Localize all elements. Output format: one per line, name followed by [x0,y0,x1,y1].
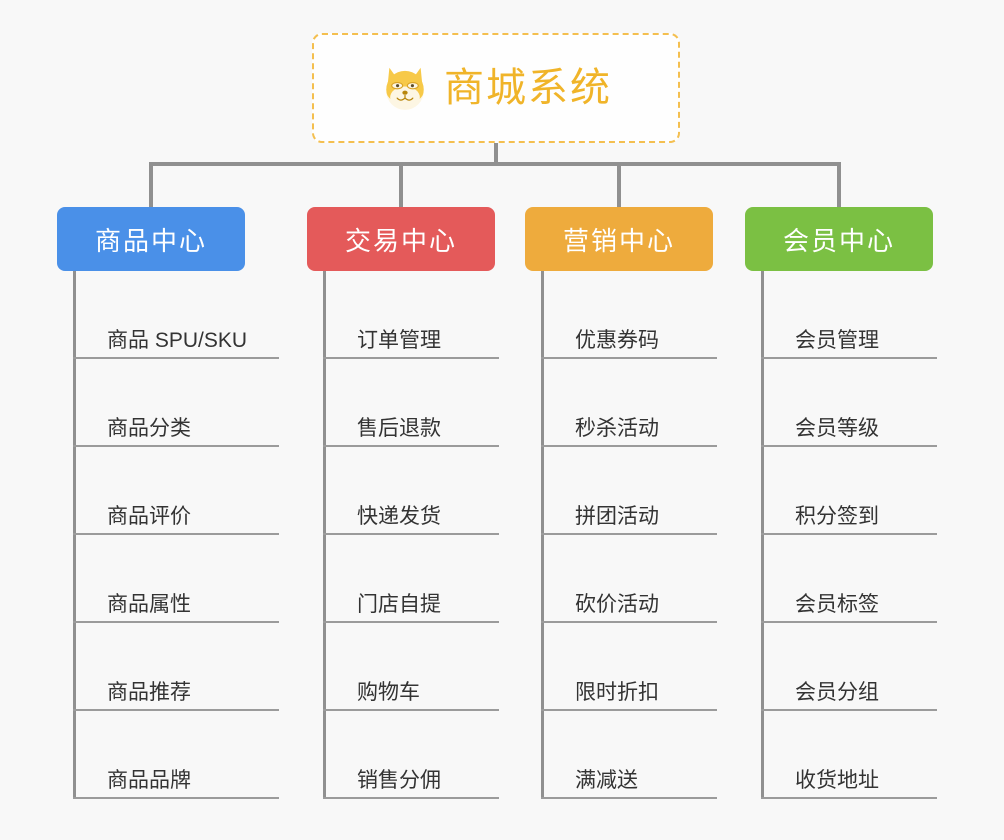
category-box-trade-center[interactable]: 交易中心 [307,207,495,271]
list-item[interactable]: 购物车 [323,623,499,711]
list-item-label: 快递发货 [357,504,441,528]
root-node[interactable]: 商城系统 [312,33,680,143]
list-item-label: 积分签到 [795,504,879,528]
list-item[interactable]: 会员管理 [761,271,937,359]
list-item[interactable]: 限时折扣 [541,623,717,711]
list-item[interactable]: 商品品牌 [73,711,279,799]
list-item-label: 销售分佣 [357,768,441,792]
list-item[interactable]: 满减送 [541,711,717,799]
column-spine [323,271,326,799]
list-item-label: 商品推荐 [107,680,191,704]
column-spine [761,271,764,799]
category-box-product-center[interactable]: 商品中心 [57,207,245,271]
root-title: 商城系统 [444,66,612,110]
list-item[interactable]: 销售分佣 [323,711,499,799]
column-spine [541,271,544,799]
list-item[interactable]: 会员分组 [761,623,937,711]
list-item[interactable]: 商品推荐 [73,623,279,711]
leaf-column-product-center: 商品 SPU/SKU 商品分类 商品评价 商品属性 商品推荐 商品品牌 [73,271,279,799]
list-item[interactable]: 商品分类 [73,359,279,447]
list-item-label: 砍价活动 [575,592,659,616]
list-item-label: 商品分类 [107,416,191,440]
list-item[interactable]: 快递发货 [323,447,499,535]
list-item[interactable]: 秒杀活动 [541,359,717,447]
connector-drop-4 [837,162,841,208]
shiba-dog-face-icon [380,63,430,113]
category-label: 交易中心 [344,225,457,256]
list-item-label: 秒杀活动 [575,416,659,440]
leaf-column-marketing-center: 优惠券码 秒杀活动 拼团活动 砍价活动 限时折扣 满减送 [541,271,717,799]
list-item-label: 会员管理 [795,328,879,352]
list-item[interactable]: 售后退款 [323,359,499,447]
category-label: 会员中心 [782,225,895,256]
list-item-label: 商品评价 [107,504,191,528]
list-item[interactable]: 门店自提 [323,535,499,623]
list-item-label: 会员等级 [795,416,879,440]
list-item-label: 拼团活动 [575,504,659,528]
list-item[interactable]: 砍价活动 [541,535,717,623]
list-item[interactable]: 商品属性 [73,535,279,623]
list-item-label: 售后退款 [357,416,441,440]
list-item-label: 优惠券码 [575,328,659,352]
list-item-label: 会员分组 [795,680,879,704]
list-item-label: 商品品牌 [107,768,191,792]
list-item-label: 会员标签 [795,592,879,616]
leaf-column-member-center: 会员管理 会员等级 积分签到 会员标签 会员分组 收货地址 [761,271,937,799]
list-item[interactable]: 会员等级 [761,359,937,447]
list-item[interactable]: 会员标签 [761,535,937,623]
list-item-label: 购物车 [357,680,420,704]
list-item[interactable]: 商品 SPU/SKU [73,271,279,359]
list-item[interactable]: 订单管理 [323,271,499,359]
category-box-marketing-center[interactable]: 营销中心 [525,207,713,271]
list-item-label: 满减送 [575,768,638,792]
connector-drop-3 [617,162,621,208]
list-item-label: 门店自提 [357,592,441,616]
leaf-column-trade-center: 订单管理 售后退款 快递发货 门店自提 购物车 销售分佣 [323,271,499,799]
connector-root-stem [494,143,498,165]
category-label: 商品中心 [94,225,207,256]
list-item[interactable]: 收货地址 [761,711,937,799]
list-item-label: 商品 SPU/SKU [107,328,248,352]
list-item[interactable]: 优惠券码 [541,271,717,359]
category-box-member-center[interactable]: 会员中心 [745,207,933,271]
list-item-label: 限时折扣 [575,680,659,704]
connector-drop-1 [149,162,153,208]
list-item-label: 商品属性 [107,592,191,616]
category-label: 营销中心 [562,225,675,256]
list-item[interactable]: 商品评价 [73,447,279,535]
list-item-label: 订单管理 [357,328,441,352]
list-item[interactable]: 拼团活动 [541,447,717,535]
connector-drop-2 [399,162,403,208]
connector-horizontal-bus [149,162,841,166]
list-item-label: 收货地址 [795,768,879,792]
column-spine [73,271,76,799]
list-item[interactable]: 积分签到 [761,447,937,535]
